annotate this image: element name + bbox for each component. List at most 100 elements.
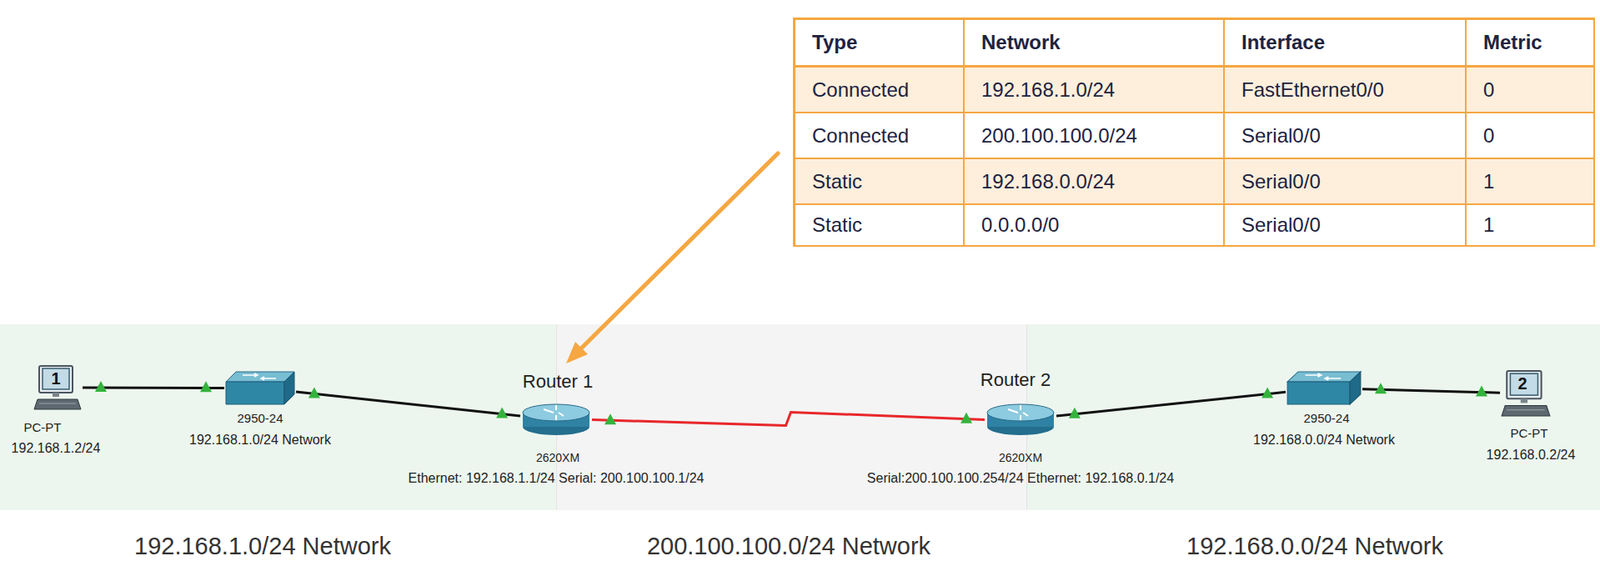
router-icon <box>984 402 1057 437</box>
device-label: Router 1 <box>522 371 593 393</box>
model-label: 2620XM <box>536 451 580 466</box>
device-label: 2950-24 <box>236 411 283 427</box>
icon-part <box>1349 371 1361 405</box>
link-status-light <box>1374 382 1387 394</box>
device-node: 2PC-PT192.168.0.2/24 <box>1499 369 1552 418</box>
icon-part <box>1008 405 1029 421</box>
table-value: Connected <box>812 78 909 102</box>
model-label: 192.168.1.0/24 Network <box>189 431 332 448</box>
icon-part <box>42 368 70 390</box>
table-cell: 0 <box>1466 113 1595 160</box>
icon-part <box>1501 406 1550 417</box>
table-header-cell: Network <box>964 20 1225 68</box>
table-value: 192.168.0.0/24 <box>981 170 1115 194</box>
pc-number: 1 <box>50 368 61 389</box>
table-value: Serial0/0 <box>1241 170 1321 194</box>
table-cell: 192.168.0.0/24 <box>964 159 1225 206</box>
table-cell: 0.0.0.0/0 <box>964 205 1225 247</box>
table-cell: Serial0/0 <box>1224 205 1467 247</box>
table-cell: Static <box>795 205 965 247</box>
table-cell: Connected <box>795 67 965 114</box>
table-cell: Serial0/0 <box>1224 113 1467 160</box>
table-cell: FastEthernet0/0 <box>1224 67 1467 114</box>
table-value: 200.100.100.0/24 <box>981 124 1138 148</box>
address-label: 192.168.0.2/24 <box>1486 446 1576 463</box>
callout-line <box>581 153 778 349</box>
table-value: Connected <box>812 124 909 148</box>
icon-part <box>543 405 564 421</box>
icon-part <box>39 403 76 405</box>
callout-head <box>566 341 588 364</box>
link-status-light <box>604 413 617 425</box>
link-status-light <box>95 381 107 392</box>
icon-part <box>1287 381 1350 405</box>
router-icon <box>520 402 592 437</box>
icon-part <box>1287 371 1361 382</box>
routing-table: Type Network Interface MetricConnected 192.1… <box>792 17 1595 247</box>
icon-part <box>1506 371 1541 399</box>
pc-number: 2 <box>1517 373 1527 394</box>
model-label: PC-PT <box>24 420 62 436</box>
link-status-light <box>200 381 212 392</box>
table-value: Static <box>812 213 863 237</box>
icon-part <box>34 399 81 410</box>
link-status-light <box>1068 407 1081 419</box>
table-cell: 0 <box>1466 67 1595 114</box>
column-header: Type <box>812 30 858 55</box>
address-label: 192.168.1.2/24 <box>11 440 101 457</box>
serial-link <box>591 412 985 427</box>
network-label: 192.168.1.0/24 Network <box>134 531 392 561</box>
ethernet-link <box>295 391 521 417</box>
device-node: 1PC-PT192.168.1.2/24 <box>32 364 83 412</box>
icon-part <box>39 366 73 393</box>
table-header-cell: Type <box>795 20 965 68</box>
table-cell: 200.100.100.0/24 <box>964 113 1225 160</box>
icon-part <box>284 371 295 405</box>
icon-part <box>52 392 60 397</box>
table-cell: 1 <box>1466 205 1595 247</box>
link-status-light <box>960 412 973 424</box>
icon-part <box>225 381 285 405</box>
device-node: Router 22620XMSerial:200.100.100.254/24 … <box>984 402 1057 437</box>
table-value: 192.168.1.0/24 <box>981 78 1115 102</box>
model-label: 2620XM <box>998 451 1043 466</box>
icon-part <box>1520 398 1528 403</box>
device-label: Router 2 <box>980 369 1051 392</box>
table-value: 1 <box>1483 170 1495 194</box>
table-value: Serial0/0 <box>1241 124 1321 148</box>
link-status-light <box>496 407 508 419</box>
table-cell: 192.168.1.0/24 <box>964 67 1225 114</box>
table-header-cell: Interface <box>1224 20 1467 68</box>
table-value: 0 <box>1483 78 1495 102</box>
table-value: 0 <box>1483 124 1495 148</box>
table-cell: 1 <box>1466 159 1595 206</box>
switch-icon <box>1285 370 1363 407</box>
table-cell: Static <box>795 159 965 206</box>
model-label: 192.168.0.0/24 Network <box>1253 431 1395 448</box>
address-label: Ethernet: 192.168.1.1/24 Serial: 200.100… <box>408 470 705 487</box>
device-node: Router 12620XMEthernet: 192.168.1.1/24 S… <box>520 402 592 437</box>
link-status-light <box>1475 386 1488 397</box>
table-cell: Connected <box>795 113 965 160</box>
link-status-light <box>308 386 321 398</box>
table-value: 1 <box>1483 213 1495 237</box>
device-node: 2950-24192.168.0.0/24 Network <box>1285 370 1363 407</box>
model-label: PC-PT <box>1510 426 1549 442</box>
column-header: Interface <box>1241 30 1325 55</box>
column-header: Network <box>981 30 1061 55</box>
switch-icon <box>224 370 296 407</box>
link-status-light <box>1261 387 1274 399</box>
device-label: 2950-24 <box>1303 411 1350 427</box>
table-value: 0.0.0.0/0 <box>981 213 1059 237</box>
network-label: 192.168.0.0/24 Network <box>1186 531 1444 561</box>
table-value: Serial0/0 <box>1241 213 1321 237</box>
icon-part <box>1506 409 1545 411</box>
icon-part <box>1305 373 1342 381</box>
table-cell: Serial0/0 <box>1224 159 1467 206</box>
icon-part <box>522 404 590 422</box>
address-label: Serial:200.100.100.254/24 Ethernet: 192.… <box>867 470 1174 487</box>
ethernet-link <box>1056 391 1286 417</box>
icon-part <box>242 373 276 381</box>
table-header-cell: Metric <box>1466 20 1595 68</box>
